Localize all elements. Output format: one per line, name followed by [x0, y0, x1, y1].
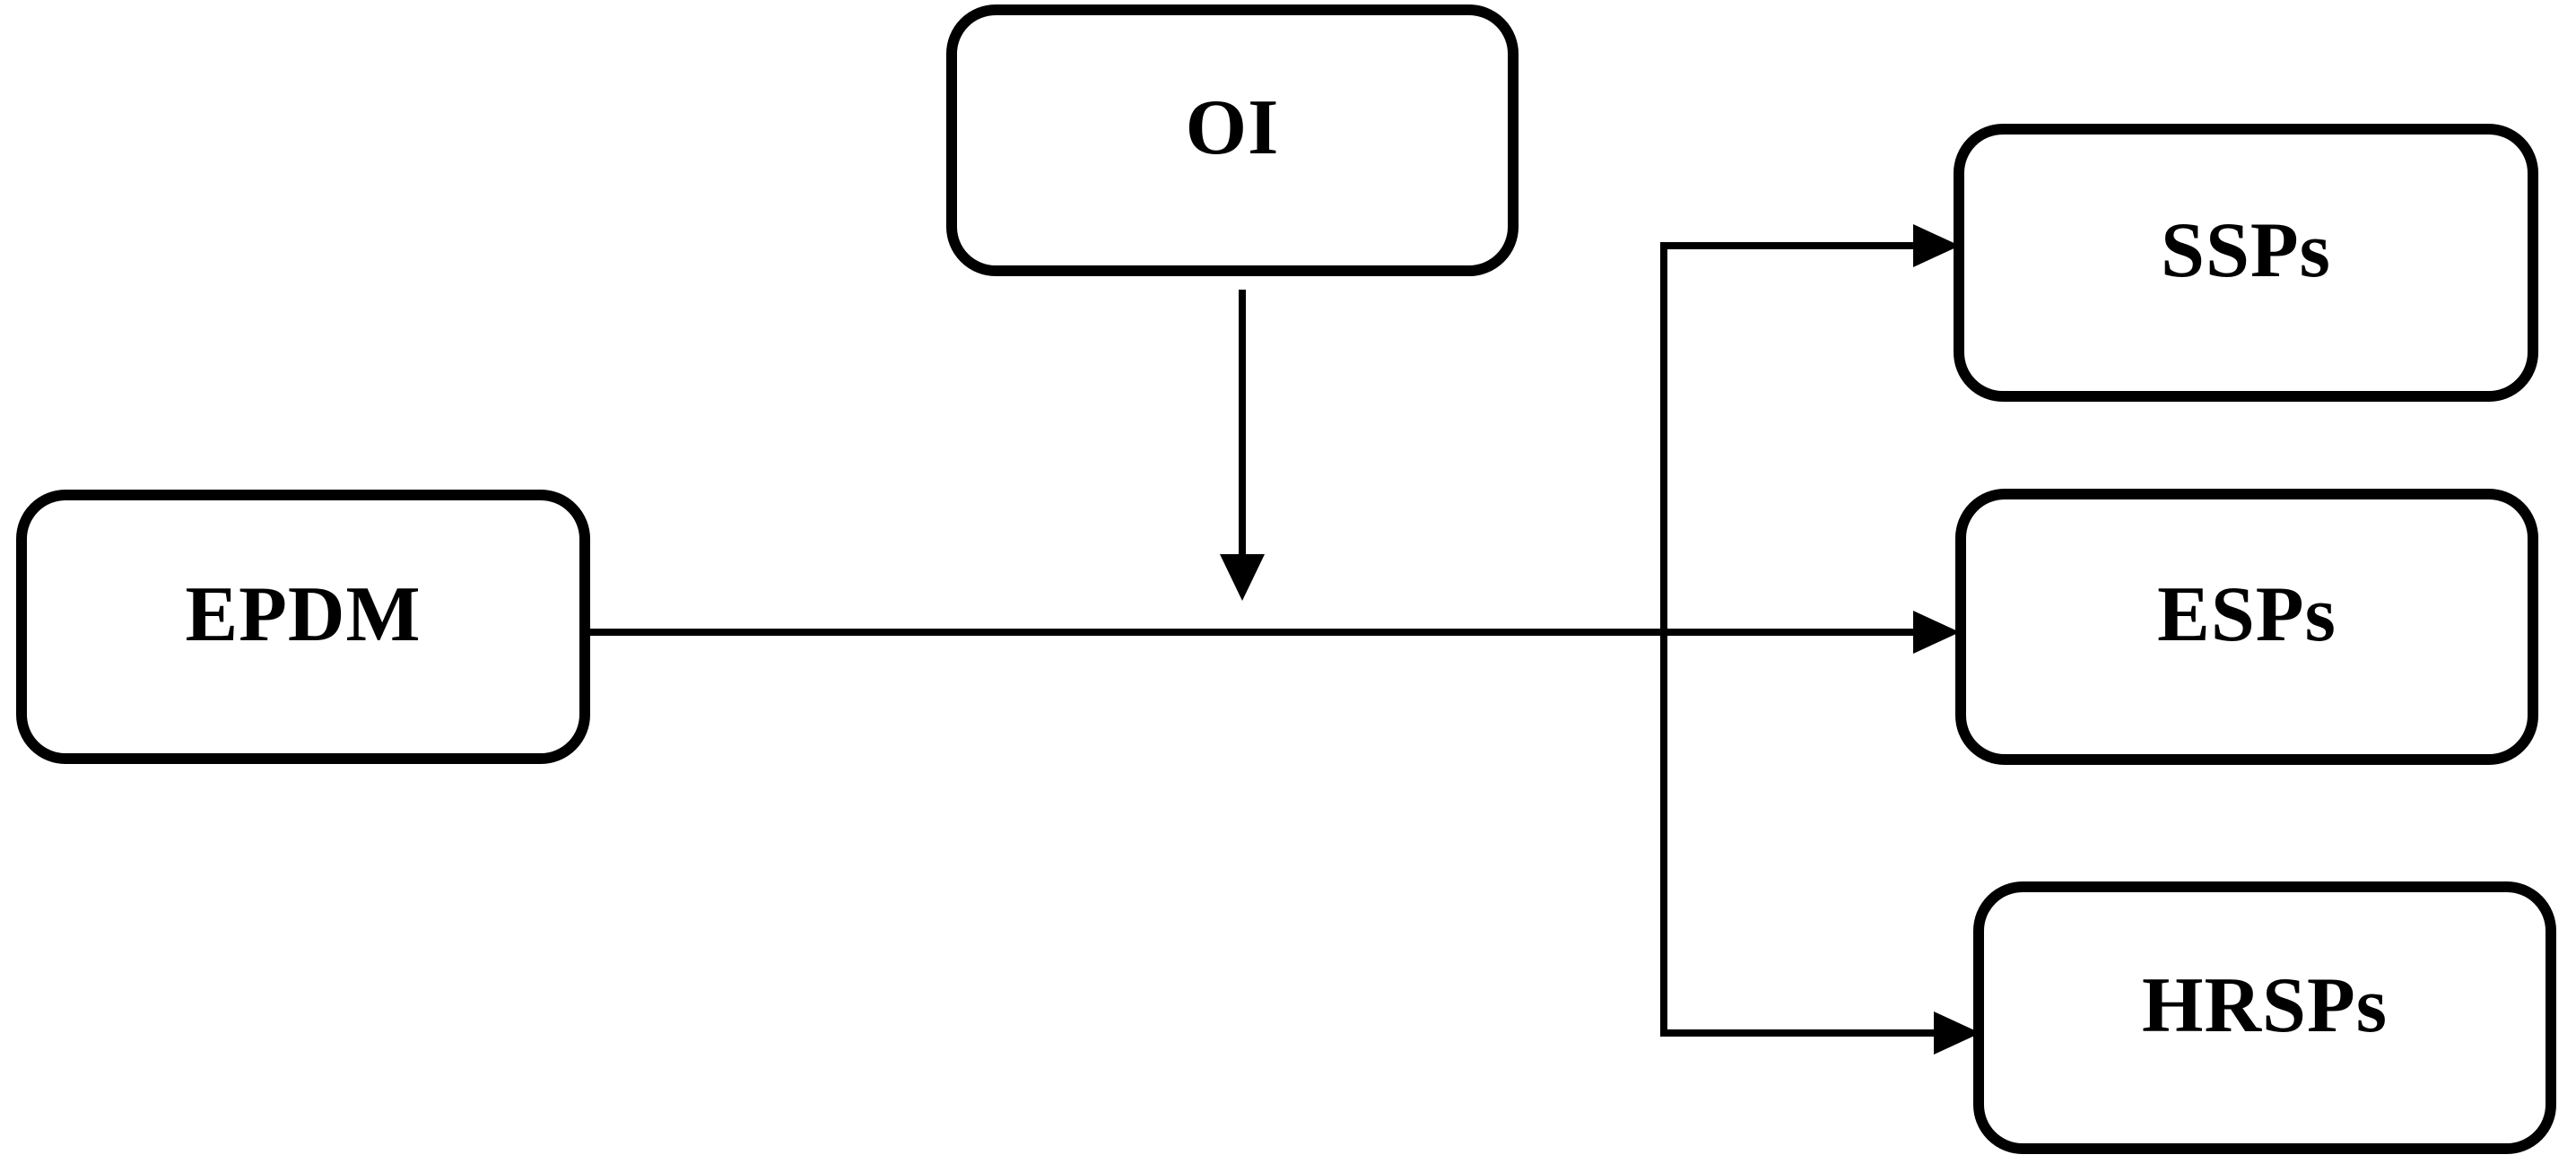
oi-down-arrow-shaft — [1239, 290, 1246, 554]
node-ssps-label: SSPs — [2161, 206, 2331, 294]
node-hrsps: HRSPs — [1973, 881, 2556, 1154]
epdm-to-esps-line — [590, 629, 1913, 636]
hrsps-arrowhead-icon — [1934, 1011, 1980, 1055]
node-oi: OI — [946, 4, 1519, 276]
node-esps-label: ESPs — [2157, 570, 2337, 658]
node-epdm-label: EPDM — [185, 570, 422, 658]
esps-arrowhead-icon — [1913, 611, 1960, 654]
branch-to-ssps-line — [1660, 242, 1913, 249]
ssps-arrowhead-icon — [1913, 224, 1960, 267]
node-ssps: SSPs — [1954, 124, 2538, 402]
node-epdm: EPDM — [16, 490, 590, 764]
node-oi-label: OI — [1185, 84, 1280, 171]
node-hrsps-label: HRSPs — [2142, 961, 2388, 1049]
branch-to-hrsps-line — [1660, 1029, 1934, 1037]
node-esps: ESPs — [1955, 489, 2538, 765]
oi-down-arrowhead-icon — [1220, 554, 1265, 601]
branch-vertical-line — [1660, 242, 1667, 1037]
